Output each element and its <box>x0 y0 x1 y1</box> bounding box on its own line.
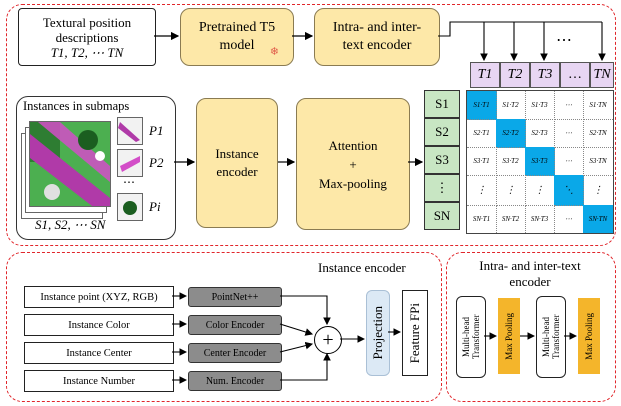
t-header-2: T2 <box>500 62 530 88</box>
input-instance-center: Instance Center <box>24 342 174 364</box>
submap-illustration <box>30 122 110 206</box>
matrix-cell: S1·T1 <box>467 91 497 120</box>
max-pooling-box-2: Max Pooling <box>578 298 600 374</box>
top-panel-border <box>6 4 616 246</box>
input-instance-point: Instance point (XYZ, RGB) <box>24 286 174 308</box>
s-cell-2: S2 <box>424 118 460 146</box>
matrix-cell: ⋮ <box>496 175 526 206</box>
text-encoder-panel-border <box>446 252 616 402</box>
similarity-matrix: S1·T1 S1·T2 S1·T3 ⋯ S1·TN S2·T1 S2·T2 S2… <box>466 90 614 234</box>
matrix-cell: S1·T3 <box>525 91 555 120</box>
instance-encoder-panel-border <box>6 252 442 402</box>
textual-description-box: Textural position descriptions T1, T2, ⋯… <box>18 8 156 66</box>
instances-title: Instances in submaps <box>23 99 130 113</box>
submap-image <box>29 121 111 207</box>
s-cell-n: SN <box>424 202 460 230</box>
matrix-cell: S3·T3 <box>525 147 555 176</box>
matrix-cell: S3·T1 <box>467 147 497 176</box>
attention-maxpool-box: Attention + Max-pooling <box>296 98 410 230</box>
pointnet-encoder: PointNet++ <box>188 287 282 307</box>
instances-panel: Instances in submaps P1 P2 ⋯ Pi S1, S2, … <box>16 96 176 240</box>
top-ellipsis: ⋯ <box>556 32 572 49</box>
matrix-cell: S2·T2 <box>496 119 526 148</box>
matrix-cell: SN·T1 <box>467 205 497 233</box>
matrix-cell: S1·TN <box>583 91 613 120</box>
frozen-snowflake-icon: ❄ <box>269 46 279 58</box>
s-cell-1: S1 <box>424 90 460 118</box>
matrix-cell: ⋱ <box>554 175 584 206</box>
max-pooling-box-1: Max Pooling <box>498 298 520 374</box>
instance-dots: ⋯ <box>123 175 135 189</box>
instance-encoder-label: Instance encoder <box>215 146 259 179</box>
color-encoder: Color Encoder <box>188 315 282 335</box>
attention-line2: + <box>349 156 357 172</box>
center-encoder: Center Encoder <box>188 343 282 363</box>
instance-thumb-i <box>117 193 143 221</box>
instance-label-p2: P2 <box>149 155 164 170</box>
transformer-box-1: Multi-head Transformer <box>456 296 486 378</box>
matrix-cell: ⋮ <box>467 175 497 206</box>
textual-description-line1: Textural position <box>42 14 132 30</box>
input-instance-color: Instance Color <box>24 314 174 336</box>
text-encoder-box: Intra- and inter- text encoder <box>314 8 440 66</box>
t-header-ellipsis: … <box>560 62 590 88</box>
pretrained-t5-box: Pretrained T5 model ❄ <box>180 8 294 66</box>
text-encoder-panel-title-line1: Intra- and inter-text <box>479 258 581 273</box>
sum-node: + <box>314 326 342 354</box>
s-cell-ellipsis: ⋮ <box>424 174 460 202</box>
matrix-cell: ⋯ <box>554 91 584 120</box>
matrix-cell: S3·TN <box>583 147 613 176</box>
matrix-cell: S2·TN <box>583 119 613 148</box>
matrix-cell: SN·TN <box>583 205 613 233</box>
text-encoder-panel-title-line2: encoder <box>509 274 551 289</box>
instance-thumb-1 <box>117 117 143 145</box>
matrix-cell: SN·T3 <box>525 205 555 233</box>
pretrained-t5-line1: Pretrained T5 <box>198 20 276 35</box>
instance-thumb-2 <box>117 149 143 177</box>
instance-label-pi: Pi <box>149 199 161 214</box>
textual-description-sequence: T1, T2, ⋯ TN <box>50 44 124 60</box>
num-encoder: Num. Encoder <box>188 371 282 391</box>
matrix-cell: ⋯ <box>554 119 584 148</box>
transformer-box-2: Multi-head Transformer <box>536 296 566 378</box>
text-encoder-panel-title: Intra- and inter-text encoder <box>446 258 614 290</box>
text-encoder-line1: Intra- and inter- <box>332 20 422 35</box>
attention-line1: Attention <box>328 137 378 153</box>
s-cell-3: S3 <box>424 146 460 174</box>
feature-box: Feature FPi <box>402 290 428 376</box>
instance-label-p1: P1 <box>149 123 164 138</box>
t-header-3: T3 <box>530 62 560 88</box>
t-header-1: T1 <box>470 62 500 88</box>
submap-sequence: S1, S2, ⋯ SN <box>35 217 106 232</box>
matrix-cell: SN·T2 <box>496 205 526 233</box>
textual-description-line2: descriptions <box>55 29 119 45</box>
pretrained-t5-line2: model <box>219 38 255 53</box>
t-header-n: TN <box>590 62 614 88</box>
text-encoder-line2: text encoder <box>342 38 412 53</box>
instance-encoder-panel-title: Instance encoder <box>318 260 406 275</box>
plus-symbol: + <box>322 329 334 351</box>
attention-line3: Max-pooling <box>319 175 387 191</box>
instance-encoder-box: Instance encoder <box>196 98 278 228</box>
input-instance-number: Instance Number <box>24 370 174 392</box>
projection-box: Projection <box>366 290 390 376</box>
